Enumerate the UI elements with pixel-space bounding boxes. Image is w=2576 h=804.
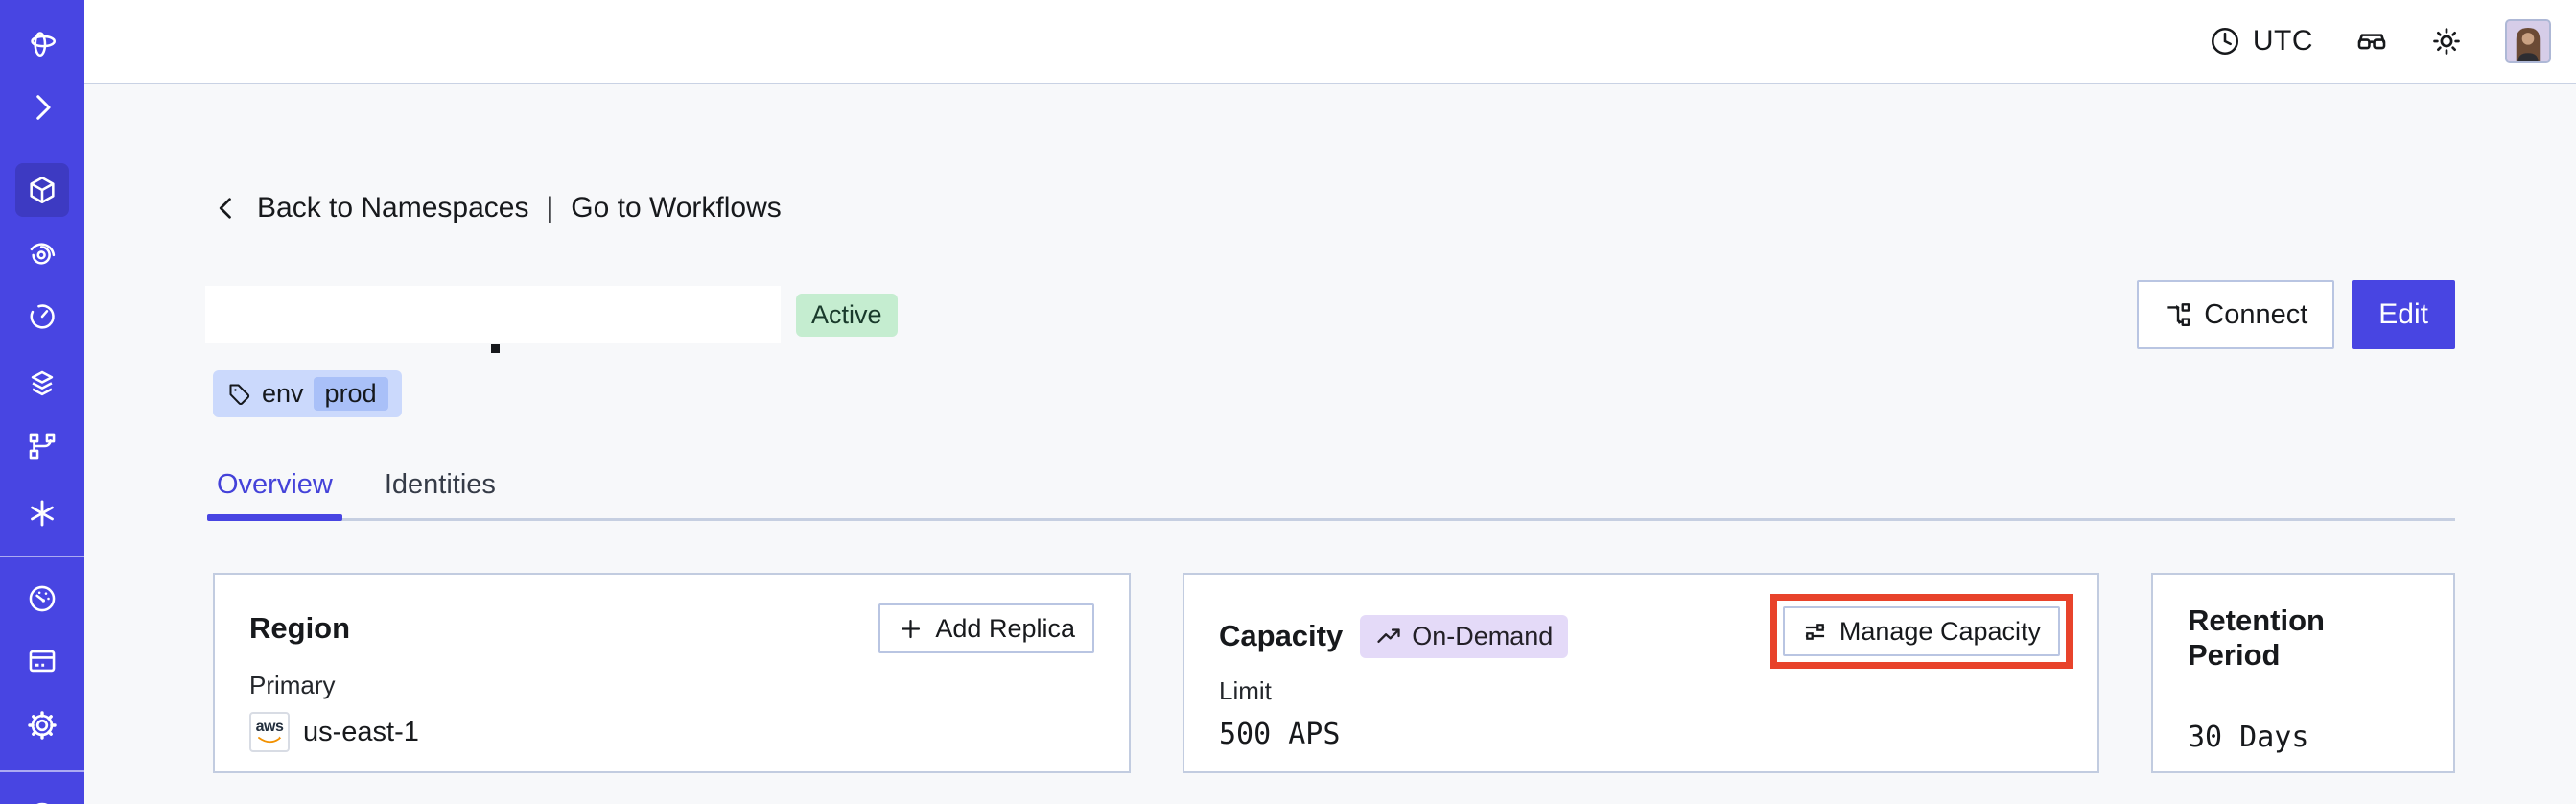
aws-logo-text: aws: [255, 718, 284, 735]
retention-card-title: Retention Period: [2188, 603, 2325, 672]
namespace-header: Active Connect Edit: [205, 280, 2455, 353]
limit-label: Limit: [1219, 676, 1272, 705]
tag-row: env prod: [213, 370, 2455, 417]
stack-layers-icon: [31, 370, 54, 396]
tabs: Overview Identities: [207, 469, 2455, 521]
primary-label: Primary: [249, 671, 336, 699]
overview-cards: Region Add Replica Primary aws us: [213, 573, 2455, 773]
sidebar-item-workflows[interactable]: [15, 227, 69, 281]
nexus-asterisk-icon: [31, 500, 54, 527]
retention-value: 30 Days: [2188, 721, 2309, 754]
breadcrumb-separator: |: [546, 192, 554, 224]
timezone-label: UTC: [2252, 25, 2313, 57]
region-card-title: Region: [249, 611, 351, 645]
sliders-icon: [1805, 623, 1824, 640]
manage-capacity-highlight-box: Manage Capacity: [1769, 594, 2073, 669]
plus-icon: [902, 619, 921, 638]
avatar[interactable]: [2505, 19, 2551, 63]
back-to-namespaces-link[interactable]: Back to Namespaces: [257, 192, 529, 224]
redaction-artifact: [491, 344, 500, 353]
clock-icon: [2211, 27, 2238, 56]
manage-capacity-label: Manage Capacity: [1838, 616, 2041, 646]
add-replica-label: Add Replica: [935, 613, 1075, 643]
capacity-card: Capacity On-Demand Ma: [1183, 573, 2099, 773]
namespaces-cube-icon: [30, 176, 55, 204]
capacity-limit-value: 500 APS: [1219, 718, 1341, 751]
region-card: Region Add Replica Primary aws us: [213, 573, 1131, 773]
back-chevron-icon[interactable]: [213, 195, 240, 222]
aws-logo: aws: [249, 712, 290, 752]
manage-capacity-button[interactable]: Manage Capacity: [1782, 606, 2060, 656]
tag-key: env: [262, 379, 304, 408]
avatar-image: [2508, 21, 2548, 61]
sidebar-item-schedules[interactable]: [15, 290, 69, 343]
tab-overview[interactable]: Overview: [207, 469, 342, 521]
sidebar-divider: [0, 556, 84, 557]
connect-flow-icon: [2167, 303, 2190, 326]
sidebar-expand-chevron-right-icon[interactable]: [15, 81, 69, 134]
region-value: us-east-1: [303, 716, 419, 747]
connect-button-label: Connect: [2204, 298, 2308, 330]
header-actions: Connect Edit: [2137, 280, 2455, 349]
sidebar: [0, 0, 84, 804]
sidebar-item-usage[interactable]: [15, 572, 69, 626]
on-demand-label: On-Demand: [1412, 621, 1554, 650]
edit-button[interactable]: Edit: [2352, 280, 2455, 349]
sidebar-divider: [0, 770, 84, 772]
sidebar-item-batch[interactable]: [15, 357, 69, 411]
temporal-logo[interactable]: [15, 16, 69, 70]
status-badge: Active: [796, 293, 898, 337]
connect-button[interactable]: Connect: [2137, 280, 2335, 349]
add-replica-button[interactable]: Add Replica: [878, 603, 1094, 653]
tag-value: prod: [313, 377, 388, 411]
namespace-tag-chip[interactable]: env prod: [213, 370, 402, 417]
sidebar-item-billing[interactable]: [15, 634, 69, 688]
billing-card-icon: [29, 650, 56, 673]
schedules-timer-icon: [30, 304, 55, 329]
breadcrumb: Back to Namespaces | Go to Workflows: [213, 192, 2455, 225]
edit-button-label: Edit: [2378, 298, 2428, 330]
sidebar-item-support-partial[interactable]: [15, 787, 69, 804]
usage-gauge-icon: [29, 585, 56, 612]
namespace-name-redacted: [205, 286, 781, 353]
trend-up-icon: [1377, 628, 1400, 643]
retention-card: Retention Period 30 Days: [2151, 573, 2455, 773]
sidebar-item-deployments[interactable]: [15, 419, 69, 473]
timezone-selector[interactable]: UTC: [2209, 25, 2313, 58]
aws-smile-icon: [258, 736, 282, 743]
settings-gear-icon: [28, 711, 57, 740]
namespace-detail-page: Back to Namespaces | Go to Workflows Act…: [84, 84, 2576, 804]
topbar: UTC: [84, 0, 2576, 84]
theme-toggle[interactable]: [2430, 25, 2463, 58]
sun-icon: [2433, 28, 2460, 55]
on-demand-badge: On-Demand: [1360, 614, 1569, 658]
sidebar-item-namespaces[interactable]: [15, 163, 69, 217]
labs-toggle[interactable]: [2355, 25, 2388, 58]
deployments-branch-icon: [29, 433, 56, 460]
go-to-workflows-link[interactable]: Go to Workflows: [571, 192, 782, 224]
capacity-card-title: Capacity: [1219, 619, 1344, 652]
tab-identities[interactable]: Identities: [384, 469, 496, 500]
sidebar-item-settings[interactable]: [15, 698, 69, 752]
tag-icon: [229, 384, 250, 406]
glasses-icon: [2357, 34, 2386, 50]
partial-bottom-icon: [36, 802, 48, 804]
workflows-spiral-icon: [30, 243, 56, 265]
sidebar-item-nexus[interactable]: [15, 486, 69, 540]
